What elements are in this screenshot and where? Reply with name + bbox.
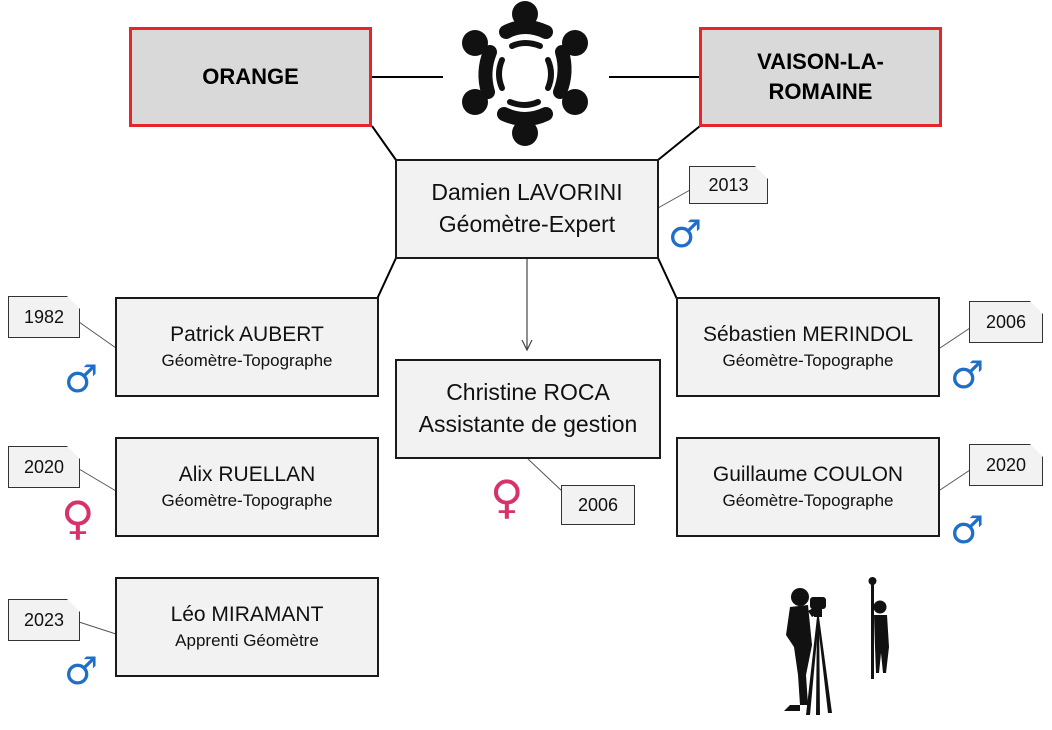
- office-vaison-la-romaine: VAISON-LA- ROMAINE: [699, 27, 942, 127]
- link-vaison-lavorini: [657, 125, 701, 161]
- person-role: Géomètre-Topographe: [161, 491, 333, 511]
- person-role: Géomètre-Topographe: [722, 351, 894, 371]
- person-card-roca: Christine ROCA Assistante de gestion: [395, 359, 661, 459]
- team-circle-icon: [462, 1, 588, 146]
- office-vaison-label-line1: VAISON-LA-: [757, 49, 884, 75]
- callout-link-ruellan: [78, 468, 117, 492]
- surveyors-silhouette-icon: [784, 577, 889, 715]
- person-name: Alix RUELLAN: [178, 462, 316, 486]
- year-tag-text: 2006: [985, 311, 1027, 332]
- callout-link-miramant: [78, 621, 117, 635]
- year-tag-ruellan: 2020: [8, 446, 80, 488]
- person-card-lavorini: Damien LAVORINI Géomètre-Expert: [395, 159, 659, 259]
- person-name: Christine ROCA: [446, 378, 610, 405]
- male-symbol-icon: ♂: [64, 357, 99, 401]
- link-orange-lavorini: [371, 125, 397, 161]
- callout-link-coulon: [939, 469, 971, 491]
- year-tag-text: 2006: [577, 494, 619, 515]
- callout-link-lavorini: [657, 189, 691, 209]
- year-tag-text: 2023: [23, 609, 65, 630]
- male-symbol-icon: ♂: [950, 508, 985, 552]
- person-card-coulon: Guillaume COULON Géomètre-Topographe: [676, 437, 940, 537]
- person-role: Apprenti Géomètre: [175, 631, 319, 651]
- person-name: Patrick AUBERT: [170, 322, 324, 346]
- person-role: Assistante de gestion: [418, 411, 638, 438]
- year-tag-aubert: 1982: [8, 296, 80, 338]
- person-role: Géomètre-Topographe: [722, 491, 894, 511]
- person-card-merindol: Sébastien MERINDOL Géomètre-Topographe: [676, 297, 940, 397]
- year-tag-lavorini: 2013: [689, 166, 768, 204]
- person-role: Géomètre-Topographe: [161, 351, 333, 371]
- person-name: Guillaume COULON: [712, 462, 904, 486]
- callout-link-merindol: [939, 327, 971, 349]
- arrow-head: [521, 339, 533, 352]
- male-symbol-icon: ♂: [950, 353, 985, 397]
- person-name: Sébastien MERINDOL: [702, 322, 914, 346]
- year-tag-text: 2013: [708, 174, 749, 195]
- female-symbol-icon: ♀: [490, 470, 524, 524]
- male-symbol-icon: ♂: [668, 212, 703, 256]
- person-name: Damien LAVORINI: [431, 178, 623, 205]
- person-card-ruellan: Alix RUELLAN Géomètre-Topographe: [115, 437, 379, 537]
- year-tag-roca: 2006: [561, 485, 635, 525]
- person-card-miramant: Léo MIRAMANT Apprenti Géomètre: [115, 577, 379, 677]
- male-symbol-icon: ♂: [64, 649, 99, 693]
- callout-link-roca: [527, 458, 564, 493]
- year-tag-text: 1982: [23, 306, 65, 327]
- year-tag-text: 2020: [985, 454, 1027, 475]
- link-lavorini-aubert: [376, 257, 397, 300]
- year-tag-text: 2020: [23, 456, 65, 477]
- person-role: Géomètre-Expert: [438, 211, 616, 238]
- office-orange: ORANGE: [129, 27, 372, 127]
- person-card-aubert: Patrick AUBERT Géomètre-Topographe: [115, 297, 379, 397]
- year-tag-merindol: 2006: [969, 301, 1043, 343]
- female-symbol-icon: ♀: [61, 491, 95, 545]
- link-lavorini-merindol: [657, 257, 678, 300]
- year-tag-miramant: 2023: [8, 599, 80, 641]
- callout-link-aubert: [78, 321, 117, 349]
- person-name: Léo MIRAMANT: [170, 602, 324, 626]
- office-orange-label: ORANGE: [202, 64, 299, 90]
- year-tag-coulon: 2020: [969, 444, 1043, 486]
- office-vaison-label-line2: ROMAINE: [768, 79, 873, 104]
